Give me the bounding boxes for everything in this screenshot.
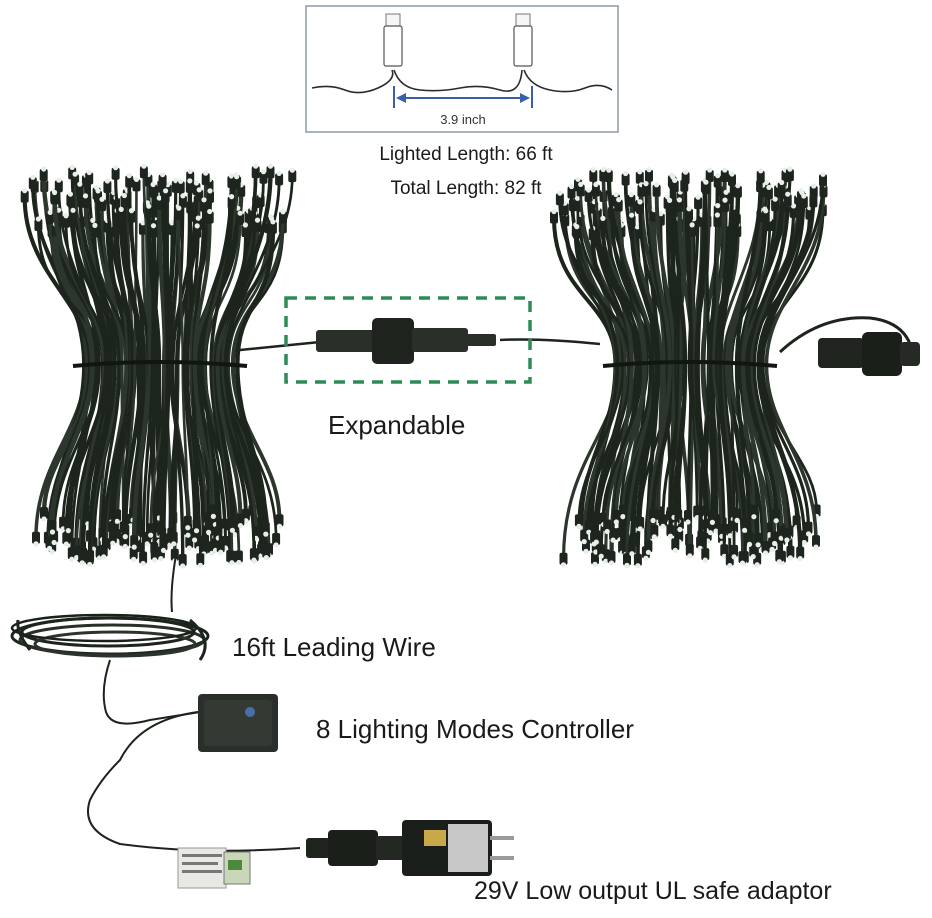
leading-wire-label: 16ft Leading Wire	[232, 632, 436, 662]
expandable-connector	[284, 296, 532, 384]
light-string-coil-left	[20, 163, 297, 569]
leading-wire-coil	[10, 554, 210, 725]
power-adaptor	[177, 820, 514, 889]
inset-bulb-right	[513, 13, 533, 67]
total-length-spec: Total Length: 82 ft	[390, 178, 542, 199]
end-plug	[778, 316, 920, 376]
lighted-length-spec: Lighted Length: 66 ft	[379, 144, 553, 165]
adaptor-label: 29V Low output UL safe adaptor	[474, 877, 832, 905]
controller-box	[87, 694, 301, 852]
bulb-spacing-inset: 3.9 inch	[305, 5, 619, 133]
spacing-dimension-arrow	[393, 86, 533, 108]
spacing-label: 3.9 inch	[440, 112, 486, 127]
light-string-coil-right	[550, 166, 828, 569]
inset-bulb-left	[383, 13, 403, 67]
controller-label: 8 Lighting Modes Controller	[316, 714, 634, 744]
expandable-label: Expandable	[328, 410, 466, 440]
